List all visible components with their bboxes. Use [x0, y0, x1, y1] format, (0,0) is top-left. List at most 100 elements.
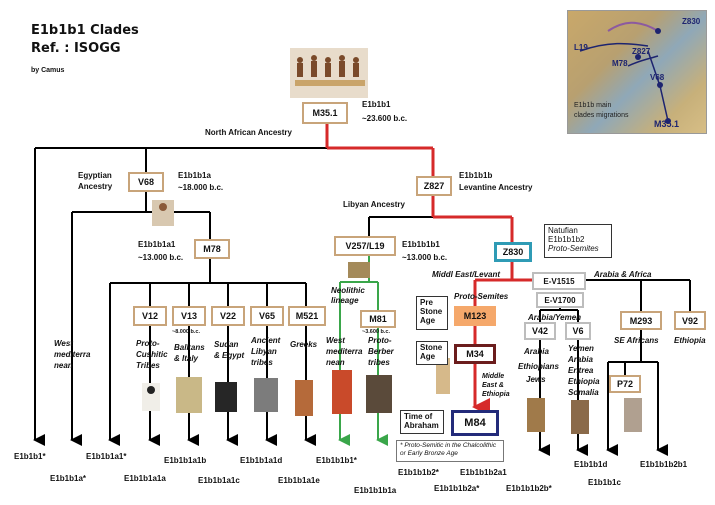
node-e-v1515[interactable]: E-V1515	[532, 272, 586, 290]
node-v12[interactable]: V12	[133, 306, 167, 326]
diagram-author: by Camus	[31, 67, 65, 74]
label-balkans-l1: Balkans	[174, 343, 205, 352]
label-ancient-libyan-l2: Libyan	[251, 347, 277, 356]
label-proto-cushitic-l2: Cushitic	[136, 350, 168, 359]
node-v42[interactable]: V42	[524, 322, 556, 340]
node-v257-l19[interactable]: V257/L19	[334, 236, 396, 256]
node-m35-1[interactable]: M35.1	[302, 102, 348, 124]
label-ancient-libyan-l1: Ancient	[251, 336, 281, 345]
tip-e1b1b1a1a: E1b1b1a1a	[124, 474, 166, 483]
diagram-reference: Ref. : ISOGG	[31, 41, 121, 56]
diagram-title: E1b1b1 Clades	[31, 23, 139, 38]
natufian-line2: E1b1b1b2	[548, 235, 585, 244]
label-yemen-l1: Yemen	[568, 344, 594, 353]
label-west-med-l3: nean	[54, 361, 73, 370]
node-m293[interactable]: M293	[620, 311, 662, 330]
node-m84[interactable]: M84	[451, 410, 499, 436]
label-ethiopia: Ethiopia	[674, 336, 706, 345]
tip-e1b1b1b2-star: E1b1b1b2*	[398, 468, 439, 477]
label-north-african: North African Ancestry	[205, 128, 292, 137]
tip-e1b1b1b2b-star: E1b1b1b2b*	[506, 484, 552, 493]
map-label-z827: Z827	[632, 47, 651, 56]
node-v13[interactable]: V13	[172, 306, 206, 326]
label-e1b1b1: E1b1b1	[362, 100, 391, 109]
label-mid-east-eth-l3: Ethiopia	[482, 391, 510, 398]
label-west-med-l2: mediterra	[54, 350, 91, 359]
node-m78[interactable]: M78	[194, 239, 230, 259]
tip-e1b1b1c: E1b1b1c	[588, 478, 621, 487]
node-e-v1700[interactable]: E-V1700	[536, 292, 584, 308]
tip-e1b1b1a1b: E1b1b1a1b	[164, 456, 207, 465]
label-proto-berber-l1: Proto-	[368, 336, 392, 345]
label-west-med2-l2: mediterra	[326, 347, 363, 356]
natufian-line1: Natufian	[548, 226, 578, 235]
pre-stone-line3: Age	[420, 316, 436, 325]
pre-stone-line1: Pre	[420, 298, 433, 307]
natufian-box: Natufian E1b1b1b2 Proto-Semites	[544, 224, 612, 258]
natufian-line3: Proto-Semites	[548, 244, 599, 253]
label-arabia-yemen: Arabia/Yemen	[528, 313, 582, 322]
node-z827[interactable]: Z827	[416, 176, 452, 196]
node-v92[interactable]: V92	[674, 311, 706, 330]
tip-e1b1b1a1d: E1b1b1a1d	[240, 456, 283, 465]
label-mid-east-eth-l1: Middle	[482, 373, 505, 380]
tip-e1b1b1b1a: E1b1b1b1a	[354, 486, 397, 495]
map-caption-line2: clades migrations	[574, 112, 629, 119]
label-m78-age: ~13.000 b.c.	[138, 253, 184, 262]
tip-e1b1b1a-star: E1b1b1a*	[50, 474, 87, 483]
label-e1b1b1a1: E1b1b1a1	[138, 240, 176, 249]
node-v6[interactable]: V6	[565, 322, 591, 340]
label-sudan-l1: Sudan	[214, 340, 239, 349]
label-sudan-l2: & Egypt	[214, 351, 245, 360]
abraham-line1: Time of	[404, 412, 433, 421]
label-m35-age: ~23.600 b.c.	[362, 114, 408, 123]
label-west-med2-l3: nean	[326, 358, 345, 367]
tip-e1b1b1d: E1b1b1d	[574, 460, 608, 469]
node-m34[interactable]: M34	[454, 344, 496, 364]
tip-e1b1b1b2a1: E1b1b1b2a1	[460, 468, 507, 477]
label-greeks: Greeks	[290, 340, 318, 349]
label-neolithic-l1: Neolithic	[331, 286, 365, 295]
tip-e1b1b1b1-star: E1b1b1b1*	[316, 456, 357, 465]
label-arabia-eth-l2: Ethiopians	[518, 362, 559, 371]
label-egyptian-l2: Ancestry	[78, 182, 113, 191]
tip-e1b1b1-star: E1b1b1*	[14, 452, 46, 461]
label-yemen-l4: Ethiopia	[568, 377, 600, 386]
label-yemen-l2: Arabia	[568, 355, 593, 364]
node-v22[interactable]: V22	[211, 306, 245, 326]
label-neolithic-l2: lineage	[331, 296, 359, 305]
node-v65[interactable]: V65	[250, 306, 284, 326]
label-arabia-eth-l1: Arabia	[524, 347, 549, 356]
label-v13-age: ~8.000 b.c.	[172, 329, 200, 335]
label-v257-age: ~13.000 b.c.	[402, 253, 448, 262]
label-proto-cushitic-l1: Proto-	[136, 339, 160, 348]
label-middle-east: Middl East/Levant	[432, 270, 501, 279]
pre-stone-line2: Stone	[420, 307, 443, 316]
label-yemen-l5: Somalia	[568, 388, 599, 397]
map-label-z830: Z830	[682, 17, 701, 26]
tip-e1b1b1a1c: E1b1b1a1c	[198, 476, 240, 485]
map-label-m78: M78	[612, 59, 628, 68]
migration-map: Z830 L19 Z827 M78 V68 M35.1 E1b1b main c…	[567, 10, 707, 134]
label-west-med2-l1: West	[326, 336, 345, 345]
label-proto-berber-l2: Berber	[368, 347, 394, 356]
chalcolithic-note: * Proto-Semitic in the Chalcolithic or E…	[396, 440, 504, 462]
node-m81[interactable]: M81	[360, 310, 396, 328]
node-v68[interactable]: V68	[128, 172, 164, 192]
node-z830[interactable]: Z830	[494, 242, 532, 262]
node-m123[interactable]: M123	[454, 306, 496, 326]
label-arabia-africa: Arabia & Africa	[594, 270, 652, 279]
label-yemen-l3: Eritrea	[568, 366, 594, 375]
chalcolithic-line2: or Early Bronze Age	[400, 450, 458, 457]
label-egyptian-l1: Egyptian	[78, 171, 112, 180]
label-v68-age: ~18.000 b.c.	[178, 183, 224, 192]
map-label-m35-1: M35.1	[654, 119, 680, 129]
label-arabia-eth-l3: Jews	[526, 375, 546, 384]
abraham-line2: Abraham	[404, 421, 439, 430]
label-levantine: Levantine Ancestry	[459, 183, 533, 192]
node-m521[interactable]: M521	[288, 306, 326, 326]
stone-age-box: Stone Age	[416, 341, 448, 365]
label-e1b1b1b1: E1b1b1b1	[402, 240, 440, 249]
node-p72[interactable]: P72	[609, 375, 641, 393]
